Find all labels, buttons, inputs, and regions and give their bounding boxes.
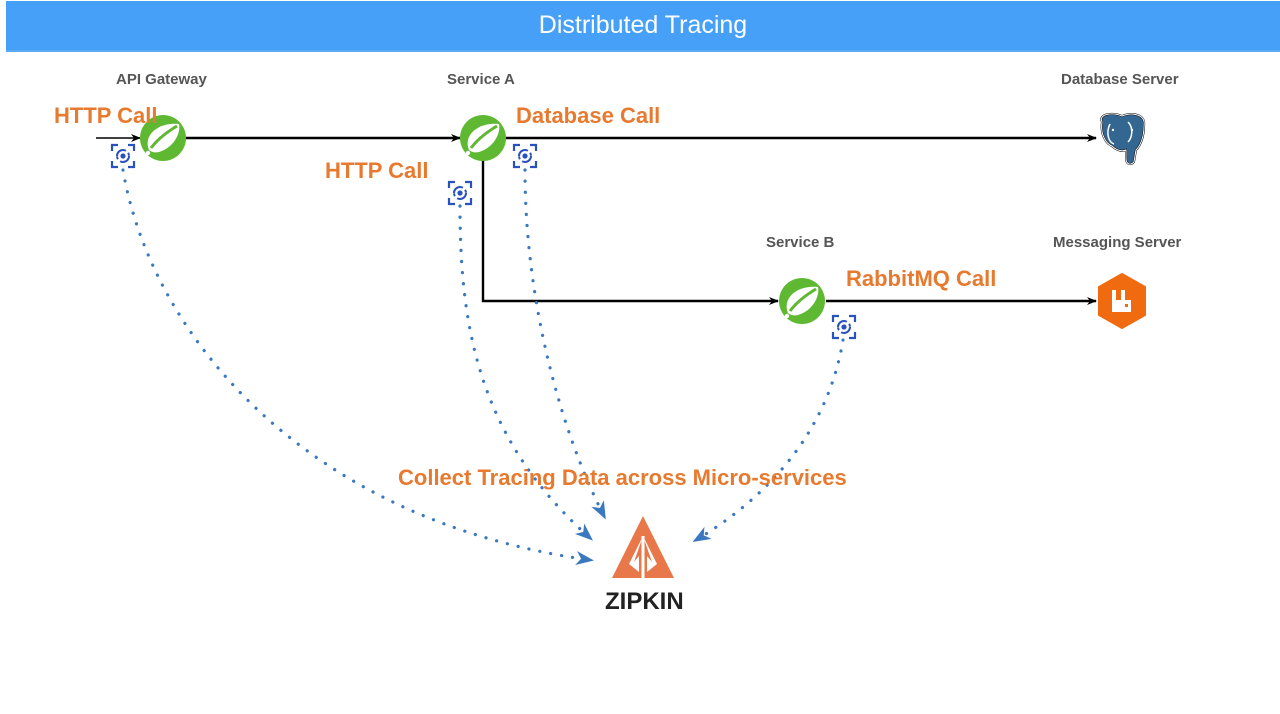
database-server-label: Database Server — [1061, 71, 1179, 88]
trace-line-gateway — [121, 168, 594, 566]
trace-icon-gateway — [110, 143, 136, 169]
rabbitmq-icon[interactable] — [1098, 273, 1146, 329]
trace-icon-service-a-db — [512, 143, 538, 169]
trace-line-service-b — [692, 338, 845, 543]
api-gateway-label: API Gateway — [116, 71, 207, 88]
diagram-title: Distributed Tracing — [6, 1, 1280, 52]
trace-icon-service-a-http — [447, 180, 473, 206]
service-b-spring-icon[interactable] — [777, 276, 827, 326]
collect-tracing-caption: Collect Tracing Data across Micro-servic… — [398, 465, 847, 490]
rabbitmq-call-label: RabbitMQ Call — [846, 266, 997, 291]
service-a-label: Service A — [447, 71, 515, 88]
database-call-label: Database Call — [516, 103, 661, 128]
service-b-label: Service B — [766, 234, 835, 251]
postgresql-elephant-icon[interactable] — [1100, 113, 1146, 166]
messaging-server-label: Messaging Server — [1053, 234, 1182, 251]
zipkin-label: ZIPKIN — [605, 588, 684, 615]
zipkin-logo-icon[interactable] — [612, 516, 674, 578]
service-a-spring-icon[interactable] — [458, 113, 508, 163]
service-a-to-service-b-arrow — [481, 160, 779, 305]
service-a-http-call-label: HTTP Call — [325, 158, 429, 183]
trace-line-service-a-http — [458, 204, 593, 541]
trace-icon-service-b — [831, 314, 857, 340]
gateway-http-call-label: HTTP Call — [54, 103, 158, 128]
